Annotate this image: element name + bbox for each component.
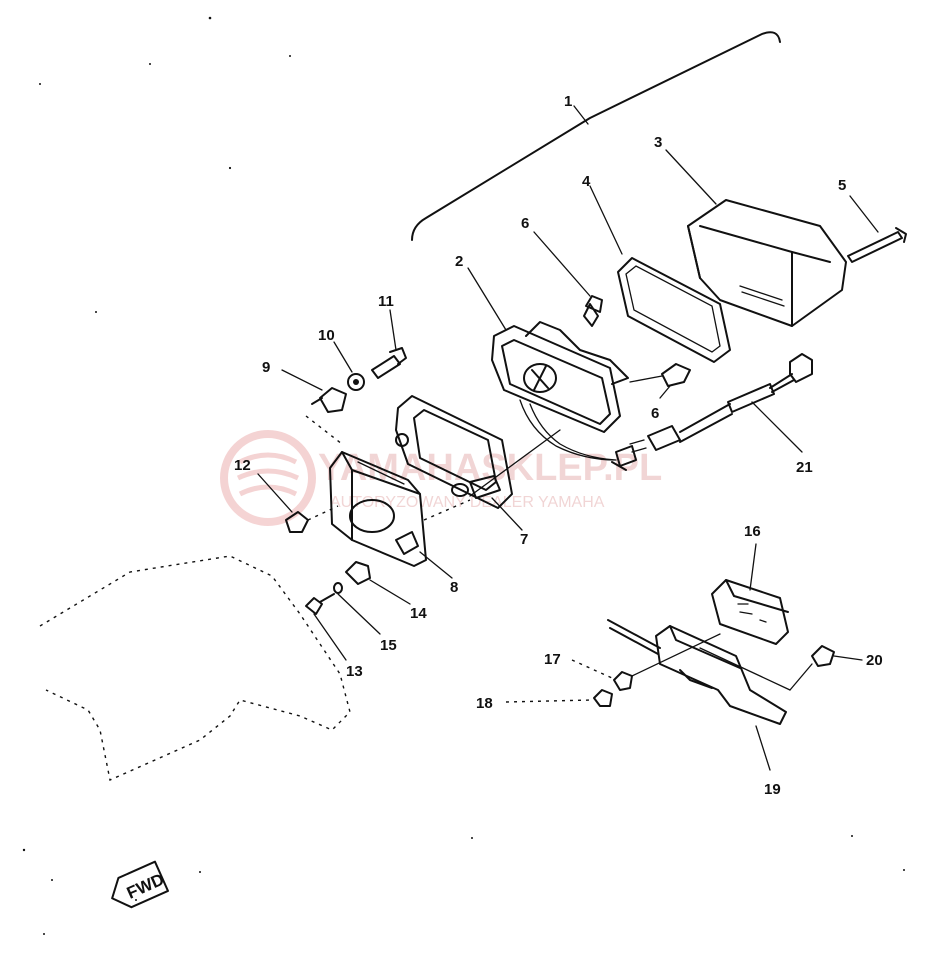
callout-4: 4 xyxy=(582,173,591,190)
part-11-screw xyxy=(371,347,407,379)
leader-11 xyxy=(389,309,397,351)
callout-15: 15 xyxy=(380,637,397,654)
fwd-text: FWD xyxy=(124,870,167,903)
callout-1: 1 xyxy=(564,93,572,110)
leader-4 xyxy=(589,185,623,255)
callout-19: 19 xyxy=(764,781,781,798)
watermark-tagline: AUTORYZOWANY DEALER YAMAHA xyxy=(330,494,605,511)
part-19-bracket xyxy=(607,619,813,725)
align-line-1 xyxy=(305,415,343,445)
leader-13 xyxy=(313,613,347,661)
align-line-3 xyxy=(423,499,471,521)
part-13-bolt xyxy=(305,593,335,615)
leader-3 xyxy=(665,149,717,205)
leader-5 xyxy=(849,195,879,233)
callout-14: 14 xyxy=(410,605,427,622)
callout-6-lower: 6 xyxy=(651,405,659,422)
callout-11: 11 xyxy=(378,293,394,310)
leader-12 xyxy=(257,473,293,513)
part-17-nut xyxy=(613,671,633,691)
leader-7 xyxy=(491,497,523,531)
part-16-cover xyxy=(711,579,789,645)
callout-16: 16 xyxy=(744,523,761,540)
callout-3: 3 xyxy=(654,134,662,151)
callout-18: 18 xyxy=(476,695,493,712)
leader-18 xyxy=(505,699,593,703)
align-line-2 xyxy=(307,505,339,521)
leader-14 xyxy=(369,579,411,605)
part-12-grommet xyxy=(285,511,309,533)
part-5-screw xyxy=(847,227,907,263)
callout-20: 20 xyxy=(866,652,883,669)
assembly-line-16 xyxy=(631,633,721,677)
callout-13: 13 xyxy=(346,663,363,680)
part-18-nut xyxy=(593,689,613,707)
callout-2: 2 xyxy=(455,253,463,270)
callout-10: 10 xyxy=(318,327,335,344)
assembly-bracket xyxy=(411,31,781,241)
callout-7: 7 xyxy=(520,531,528,548)
scan-specks xyxy=(22,16,905,935)
leader-10 xyxy=(333,341,353,373)
leader-2 xyxy=(467,267,507,331)
leader-6-lower xyxy=(659,385,671,399)
leader-8 xyxy=(419,551,453,579)
part-3-lens xyxy=(687,199,847,327)
part-15-washer xyxy=(333,582,343,594)
callout-12: 12 xyxy=(234,457,251,474)
part-21-harness xyxy=(629,353,813,453)
part-9-bulb xyxy=(311,387,347,413)
callout-17: 17 xyxy=(544,651,561,668)
callout-21: 21 xyxy=(796,459,813,476)
leader-21 xyxy=(751,401,803,453)
callout-9: 9 xyxy=(262,359,270,376)
callout-5: 5 xyxy=(838,177,846,194)
part-2-lamp-body xyxy=(491,321,637,471)
fwd-stamp: FWD xyxy=(111,860,169,909)
part-6-bulb-upper xyxy=(583,295,603,327)
leader-19 xyxy=(755,725,771,771)
leader-16 xyxy=(749,543,757,591)
leader-1 xyxy=(573,105,589,125)
leader-17 xyxy=(571,659,613,679)
part-20-screw xyxy=(811,645,835,667)
leader-9 xyxy=(281,369,323,391)
callout-8: 8 xyxy=(450,579,458,596)
part-14-nut xyxy=(345,561,371,585)
part-10-washer xyxy=(347,373,365,391)
align-line-4 xyxy=(469,429,561,497)
callout-6-upper: 6 xyxy=(521,215,529,232)
part-6-bulb-lower xyxy=(629,363,691,387)
watermark-logo xyxy=(220,430,316,526)
part-8-housing xyxy=(329,451,427,567)
part-4-gasket xyxy=(617,257,731,363)
leader-15 xyxy=(337,593,381,635)
leader-20 xyxy=(833,655,863,661)
fender-outline xyxy=(39,555,351,781)
leader-6-upper xyxy=(533,231,591,297)
